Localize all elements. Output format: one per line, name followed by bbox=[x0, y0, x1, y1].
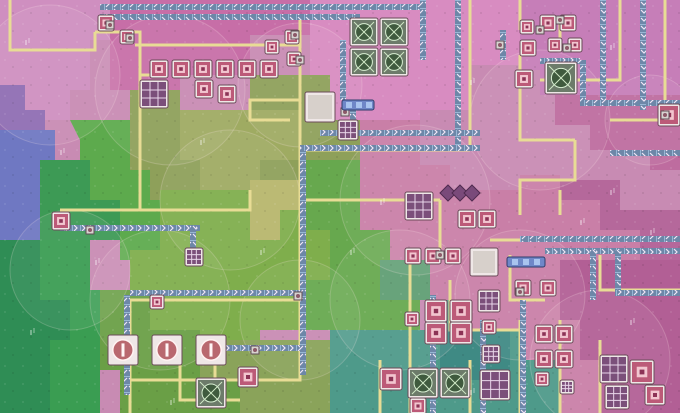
assembler-icon[interactable] bbox=[547, 37, 563, 53]
crystal-icon bbox=[470, 388, 475, 395]
assembler-icon[interactable] bbox=[404, 191, 434, 221]
power-poles bbox=[85, 15, 670, 355]
assembler-icon[interactable] bbox=[424, 299, 448, 323]
crystal-icon bbox=[350, 248, 355, 255]
assembler-icon[interactable] bbox=[217, 84, 237, 104]
assembler-icon[interactable] bbox=[195, 334, 227, 366]
assembler-icon[interactable] bbox=[404, 311, 420, 327]
power-pole-icon bbox=[290, 30, 300, 40]
power-pole-icon bbox=[295, 55, 305, 65]
crystal-icon bbox=[580, 218, 585, 225]
ore-cluster bbox=[439, 184, 481, 202]
assembler-icon[interactable] bbox=[469, 247, 499, 277]
assembler-icon[interactable] bbox=[237, 366, 259, 388]
assembler-icon[interactable] bbox=[449, 299, 473, 323]
assembler-icon[interactable] bbox=[349, 47, 379, 77]
power-pole-icon bbox=[293, 291, 303, 301]
assembler-icon[interactable] bbox=[477, 209, 497, 229]
assembler-icon[interactable] bbox=[194, 79, 214, 99]
assembler-icon[interactable] bbox=[534, 324, 554, 344]
splitter-icon bbox=[341, 99, 375, 111]
power-pole-icon bbox=[250, 345, 260, 355]
crystal-icon bbox=[30, 328, 35, 335]
assembler-icon[interactable] bbox=[379, 47, 409, 77]
crystal-icon bbox=[60, 148, 65, 155]
terrain-detail bbox=[25, 38, 655, 405]
assembler-icon[interactable] bbox=[407, 367, 439, 399]
power-pole-icon bbox=[105, 20, 115, 30]
crystal-icon bbox=[650, 228, 655, 235]
assembler-icon[interactable] bbox=[644, 384, 666, 406]
assembler-icon[interactable] bbox=[107, 334, 139, 366]
assembler-icon[interactable] bbox=[444, 247, 462, 265]
crystal-icon bbox=[260, 248, 265, 255]
power-pole-icon bbox=[535, 25, 545, 35]
crystal-icon bbox=[630, 318, 635, 325]
assembler-icon[interactable] bbox=[479, 369, 511, 401]
assembler-icon[interactable] bbox=[439, 367, 471, 399]
assembler-icon[interactable] bbox=[559, 379, 575, 395]
assembler-icon[interactable] bbox=[554, 324, 574, 344]
assembler-icon[interactable] bbox=[449, 321, 473, 345]
assembler-icon[interactable] bbox=[519, 39, 537, 57]
assembler-icon[interactable] bbox=[629, 359, 655, 385]
assembler-icon[interactable] bbox=[404, 247, 422, 265]
assembler-icon[interactable] bbox=[195, 377, 227, 409]
assembler-icon[interactable] bbox=[337, 119, 359, 141]
assembler-icon[interactable] bbox=[215, 59, 235, 79]
assembler-icon[interactable] bbox=[534, 349, 554, 369]
power-pole-icon bbox=[435, 250, 445, 260]
assembler-icon[interactable] bbox=[481, 344, 501, 364]
assembler-icon[interactable] bbox=[599, 354, 629, 384]
assembler-icon[interactable] bbox=[424, 321, 448, 345]
assembler-icon[interactable] bbox=[457, 209, 477, 229]
assembler-icon[interactable] bbox=[349, 17, 379, 47]
power-pole-icon bbox=[125, 33, 135, 43]
assembler-icon[interactable] bbox=[534, 371, 550, 387]
crystal-icon bbox=[470, 78, 475, 85]
crystal-icon bbox=[200, 138, 205, 145]
assembler-icon[interactable] bbox=[481, 319, 497, 335]
machines[interactable] bbox=[51, 14, 680, 413]
assembler-icon[interactable] bbox=[237, 59, 257, 79]
power-pole-icon bbox=[660, 110, 670, 120]
assembler-icon[interactable] bbox=[379, 367, 403, 391]
crystal-icon bbox=[610, 43, 615, 50]
power-pole-icon bbox=[555, 15, 565, 25]
assembler-icon[interactable] bbox=[149, 294, 165, 310]
assembler-icon[interactable] bbox=[304, 91, 336, 123]
power-pole-icon bbox=[85, 225, 95, 235]
assembler-icon[interactable] bbox=[184, 247, 204, 267]
power-pole-icon bbox=[562, 43, 572, 53]
assembler-icon[interactable] bbox=[379, 17, 409, 47]
assembler-icon[interactable] bbox=[477, 289, 501, 313]
assembler-icon[interactable] bbox=[544, 61, 578, 95]
power-pole-icon bbox=[495, 40, 505, 50]
assembler-icon[interactable] bbox=[149, 59, 169, 79]
assembler-icon[interactable] bbox=[409, 397, 427, 413]
assembler-icon[interactable] bbox=[539, 279, 557, 297]
assembler-icon[interactable] bbox=[554, 349, 574, 369]
assembler-icon[interactable] bbox=[139, 79, 169, 109]
assembler-icon[interactable] bbox=[514, 69, 534, 89]
assembler-icon[interactable] bbox=[259, 59, 279, 79]
assembler-icon[interactable] bbox=[151, 334, 183, 366]
assembler-icon[interactable] bbox=[171, 59, 191, 79]
crystal-icon bbox=[95, 258, 100, 265]
splitter-icon bbox=[506, 256, 546, 268]
assembler-icon[interactable] bbox=[51, 211, 71, 231]
crystal-icon bbox=[25, 38, 30, 45]
crystal-icon bbox=[610, 188, 615, 195]
assembler-icon[interactable] bbox=[193, 59, 213, 79]
power-pole-icon bbox=[515, 287, 525, 297]
splitters[interactable] bbox=[341, 99, 546, 268]
assembler-icon[interactable] bbox=[264, 39, 280, 55]
assembler-icon[interactable] bbox=[604, 384, 630, 410]
assembler-icon[interactable] bbox=[519, 19, 535, 35]
crystal-icon bbox=[380, 198, 385, 205]
crystal-icon bbox=[170, 398, 175, 405]
